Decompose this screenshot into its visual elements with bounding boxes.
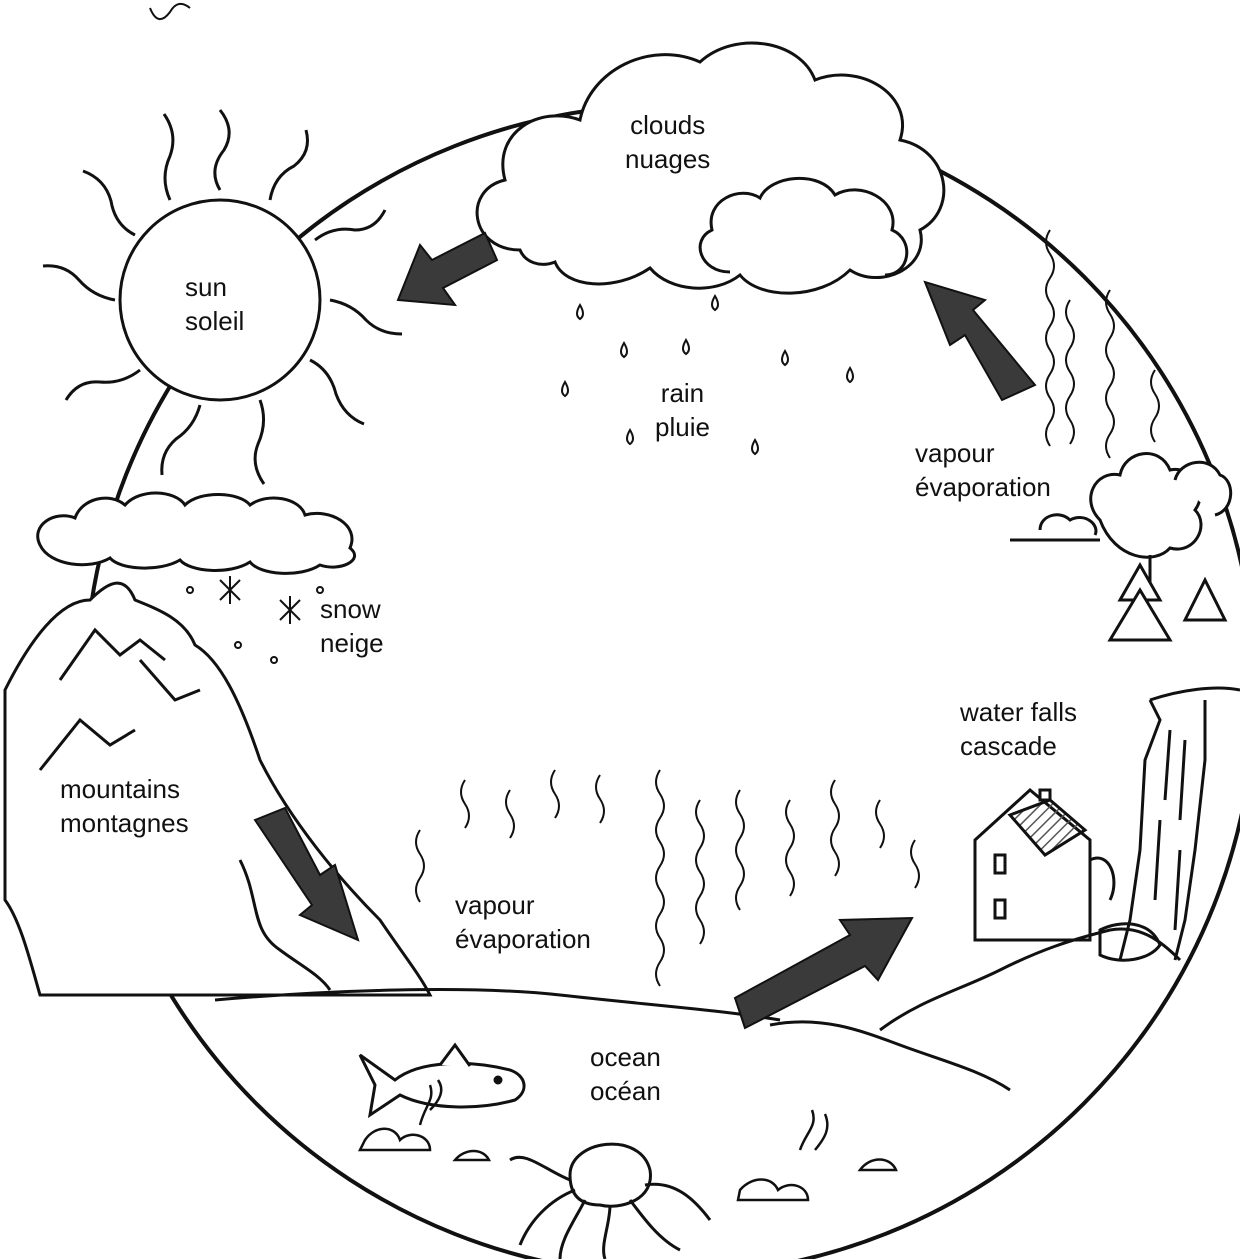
label-clouds-en: clouds [625,108,710,142]
label-snow-en: snow [320,592,384,626]
label-vapour-center-en: vapour [455,888,591,922]
label-mountains-en: mountains [60,772,189,806]
label-waterfalls-en: water falls [960,695,1077,729]
waterfall-icon [1120,688,1240,960]
label-ocean: ocean océan [590,1040,661,1108]
label-sun-en: sun [185,270,244,304]
arrow-ocean-up [735,918,912,1028]
label-waterfalls: water falls cascade [960,695,1077,763]
label-vapour-right-en: vapour [915,436,1051,470]
label-waterfalls-fr: cascade [960,729,1077,763]
label-vapour-right: vapour évaporation [915,436,1051,504]
house-icon [975,790,1114,940]
corner-scribble [150,4,190,19]
label-sun-fr: soleil [185,304,244,338]
label-snow: snow neige [320,592,384,660]
label-rain-en: rain [655,376,710,410]
arrow-vapour-to-clouds [925,282,1035,400]
label-snow-fr: neige [320,626,384,660]
shoreline [215,990,780,1020]
cloud-icon [477,43,944,293]
label-mountains-fr: montagnes [60,806,189,840]
label-vapour-center: vapour évaporation [455,888,591,956]
label-rain-fr: pluie [655,410,710,444]
label-rain: rain pluie [655,376,710,444]
label-ocean-fr: océan [590,1074,661,1108]
fish-icon [360,1045,524,1115]
label-clouds-fr: nuages [625,142,710,176]
arrow-clouds-to-sun [398,233,497,305]
label-clouds: clouds nuages [625,108,710,176]
label-mountains: mountains montagnes [60,772,189,840]
snow-cloud-icon [38,493,355,573]
label-ocean-en: ocean [590,1040,661,1074]
label-vapour-center-fr: évaporation [455,922,591,956]
octopus-icon [510,1144,710,1259]
label-sun: sun soleil [185,270,244,338]
label-vapour-right-fr: évaporation [915,470,1051,504]
snowflakes [187,576,323,663]
